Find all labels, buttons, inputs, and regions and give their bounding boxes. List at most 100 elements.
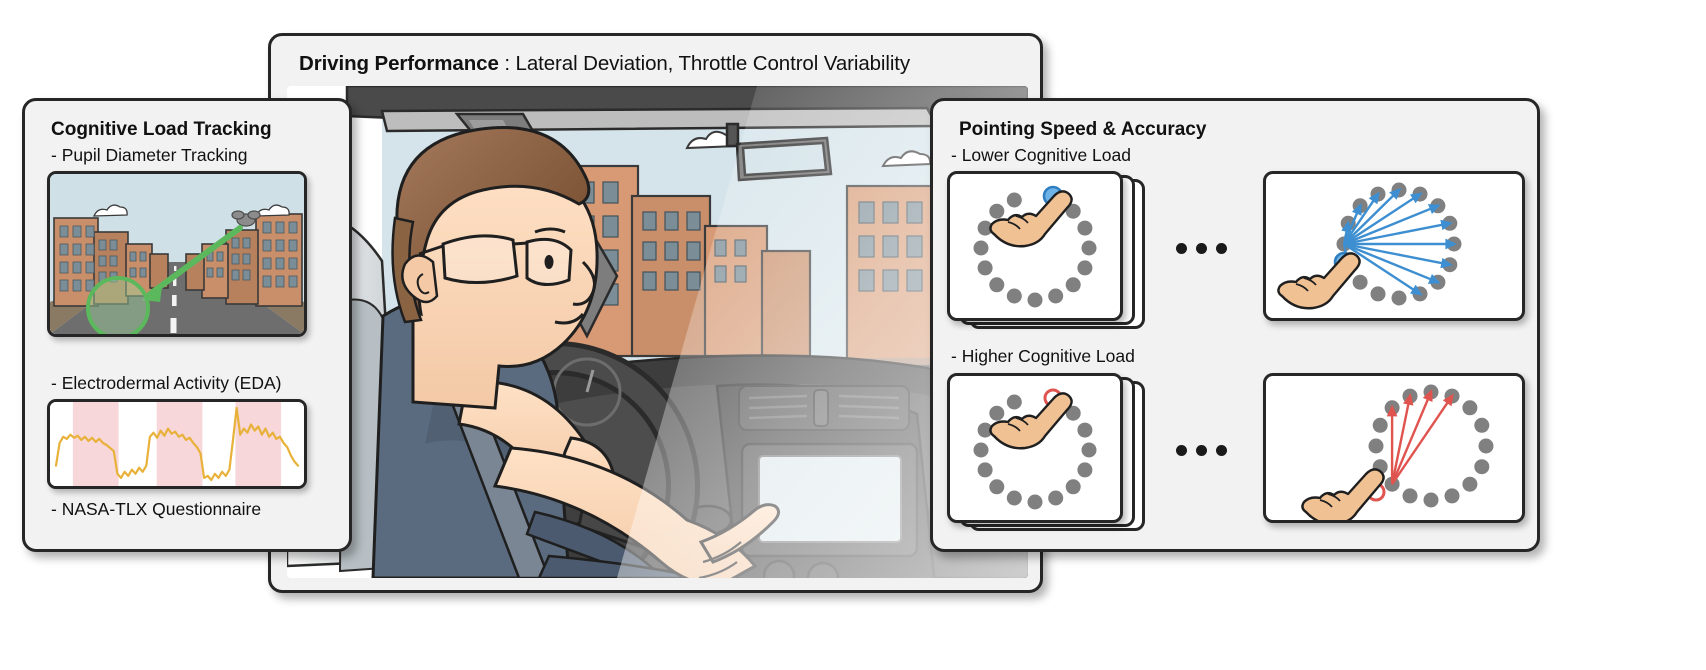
pointing-trajectory-arrowhead	[1341, 220, 1352, 233]
driving-performance-panel: Driving Performance : Lateral Deviation,…	[268, 33, 1043, 593]
ring-target-dot	[1006, 192, 1022, 208]
pointing-trajectory-arrowhead	[1389, 187, 1402, 200]
ring-target-dot	[1462, 476, 1478, 492]
ellipsis-dot	[1176, 445, 1187, 456]
pointing-trajectory-line	[1343, 189, 1400, 245]
higher-cognitive-load-label: - Higher Cognitive Load	[951, 346, 1135, 366]
ring-target-dot	[1391, 290, 1407, 306]
stimulus-card-front[interactable]	[947, 373, 1123, 523]
driving-performance-title: Driving Performance : Lateral Deviation,…	[299, 52, 910, 76]
ring-target-dot	[1027, 494, 1043, 510]
pointing-trajectory-line	[1343, 242, 1451, 266]
ring-target-dot	[1065, 479, 1081, 495]
pointing-trajectory-line	[1343, 193, 1421, 246]
ellipsis-dot	[1176, 243, 1187, 254]
nasa-tlx-questionnaire-label: - NASA-TLX Questionnaire	[51, 499, 262, 519]
pointing-hand-icon	[989, 190, 1073, 248]
driving-performance-separator: :	[498, 52, 516, 75]
ring-target-dot	[977, 220, 993, 236]
ring-target-dot	[1352, 274, 1368, 290]
pointing-hand-icon	[989, 392, 1073, 450]
higher-load-trajectory-card[interactable]	[1263, 373, 1525, 523]
pupil-diameter-tracking-label: - Pupil Diameter Tracking	[51, 145, 248, 165]
ring-target-dot	[977, 422, 993, 438]
higher-load-repetition-ellipsis	[1176, 445, 1227, 456]
driving-performance-metrics: Lateral Deviation, Throttle Control Vari…	[515, 52, 911, 75]
ring-target-dot	[1065, 203, 1081, 219]
pointing-trajectory-arrowhead	[1410, 284, 1423, 296]
ellipsis-dot	[1196, 445, 1207, 456]
pointing-trajectory-arrowhead	[1386, 404, 1398, 417]
ring-target-dot	[1006, 394, 1022, 410]
ellipsis-dot	[1196, 243, 1207, 254]
ring-target-dot	[1474, 417, 1490, 433]
ring-target-dot	[1081, 240, 1097, 256]
stimulus-card-front[interactable]	[947, 171, 1123, 321]
pointing-trajectory-arrowhead	[1422, 389, 1433, 402]
ring-target-dot	[977, 462, 993, 478]
ring-target-dot	[1077, 260, 1093, 276]
lower-cognitive-load-label: - Lower Cognitive Load	[951, 145, 1131, 165]
driving-scene-illustration	[287, 86, 1028, 578]
pointing-trajectory-arrowhead	[1403, 392, 1414, 406]
pointing-trajectory-line	[1391, 395, 1453, 485]
ring-target-dot	[1402, 488, 1418, 504]
pointing-trajectory-line	[1343, 242, 1439, 284]
ring-target-dot	[1474, 459, 1490, 475]
pointing-trajectory-line	[1343, 242, 1421, 295]
ring-target-dot	[1081, 442, 1097, 458]
ring-target-dot	[1462, 400, 1478, 416]
pointing-trajectory-arrowhead	[1427, 274, 1441, 284]
electrodermal-activity-label: - Electrodermal Activity (EDA)	[51, 373, 282, 393]
ellipsis-dot	[1216, 243, 1227, 254]
pointing-trajectory-arrowhead	[1427, 204, 1441, 214]
pointing-trajectory-line	[1390, 395, 1412, 485]
lower-load-trajectory-card[interactable]	[1263, 171, 1525, 321]
pointing-trajectory-arrowhead	[1410, 192, 1423, 204]
pointing-trajectory-line	[1343, 204, 1439, 246]
eda-shaded-band	[235, 402, 282, 486]
pointing-trajectory-line	[1343, 193, 1379, 245]
ring-target-dot	[973, 442, 989, 458]
ring-target-dot	[1048, 490, 1064, 506]
ring-target-dot	[1370, 286, 1386, 302]
ring-target-dot	[977, 260, 993, 276]
electrodermal-activity-plot	[47, 399, 307, 489]
ring-target-dot	[989, 277, 1005, 293]
driving-performance-label: Driving Performance	[299, 52, 499, 75]
pointing-trajectory-line	[1390, 391, 1433, 485]
ring-target-dot	[989, 479, 1005, 495]
pointing-speed-accuracy-title: Pointing Speed & Accuracy	[959, 119, 1207, 140]
pointing-trajectory-arrowhead	[1442, 393, 1454, 407]
ring-target-dot	[973, 240, 989, 256]
pupil-diameter-tracking-image	[47, 171, 307, 337]
eda-signal-line	[54, 406, 300, 482]
ring-target-dot	[1478, 438, 1494, 454]
pointing-speed-accuracy-panel: Pointing Speed & Accuracy - Lower Cognit…	[930, 98, 1540, 552]
ring-target-dot	[1444, 488, 1460, 504]
pointing-trajectory-arrowhead	[1445, 238, 1458, 250]
pointing-trajectory-arrowhead	[1440, 219, 1453, 231]
cognitive-load-tracking-title: Cognitive Load Tracking	[51, 119, 272, 140]
ring-target-dot	[1006, 490, 1022, 506]
ring-target-dot	[989, 203, 1005, 219]
ring-target-dot	[1077, 422, 1093, 438]
ring-target-dot	[1065, 405, 1081, 421]
lower-load-repetition-ellipsis	[1176, 243, 1227, 254]
pointing-trajectory-line	[1343, 222, 1451, 246]
ring-target-dot	[1423, 492, 1439, 508]
ring-target-dot	[1077, 220, 1093, 236]
lower-load-stimulus-card-stack[interactable]	[947, 171, 1147, 329]
ring-target-dot	[1048, 288, 1064, 304]
pointing-trajectory-arrowhead	[1351, 202, 1362, 216]
higher-load-stimulus-card-stack[interactable]	[947, 373, 1147, 531]
ring-target-dot	[1077, 462, 1093, 478]
pointing-trajectory-arrowhead	[1440, 257, 1453, 269]
ring-target-dot	[1372, 417, 1388, 433]
pointing-trajectory-arrowhead	[1368, 191, 1380, 205]
pointing-hand-icon	[1301, 468, 1385, 520]
eda-shaded-band	[72, 402, 119, 486]
ring-target-dot	[989, 405, 1005, 421]
cognitive-load-tracking-panel: Cognitive Load Tracking - Pupil Diameter…	[22, 98, 352, 552]
